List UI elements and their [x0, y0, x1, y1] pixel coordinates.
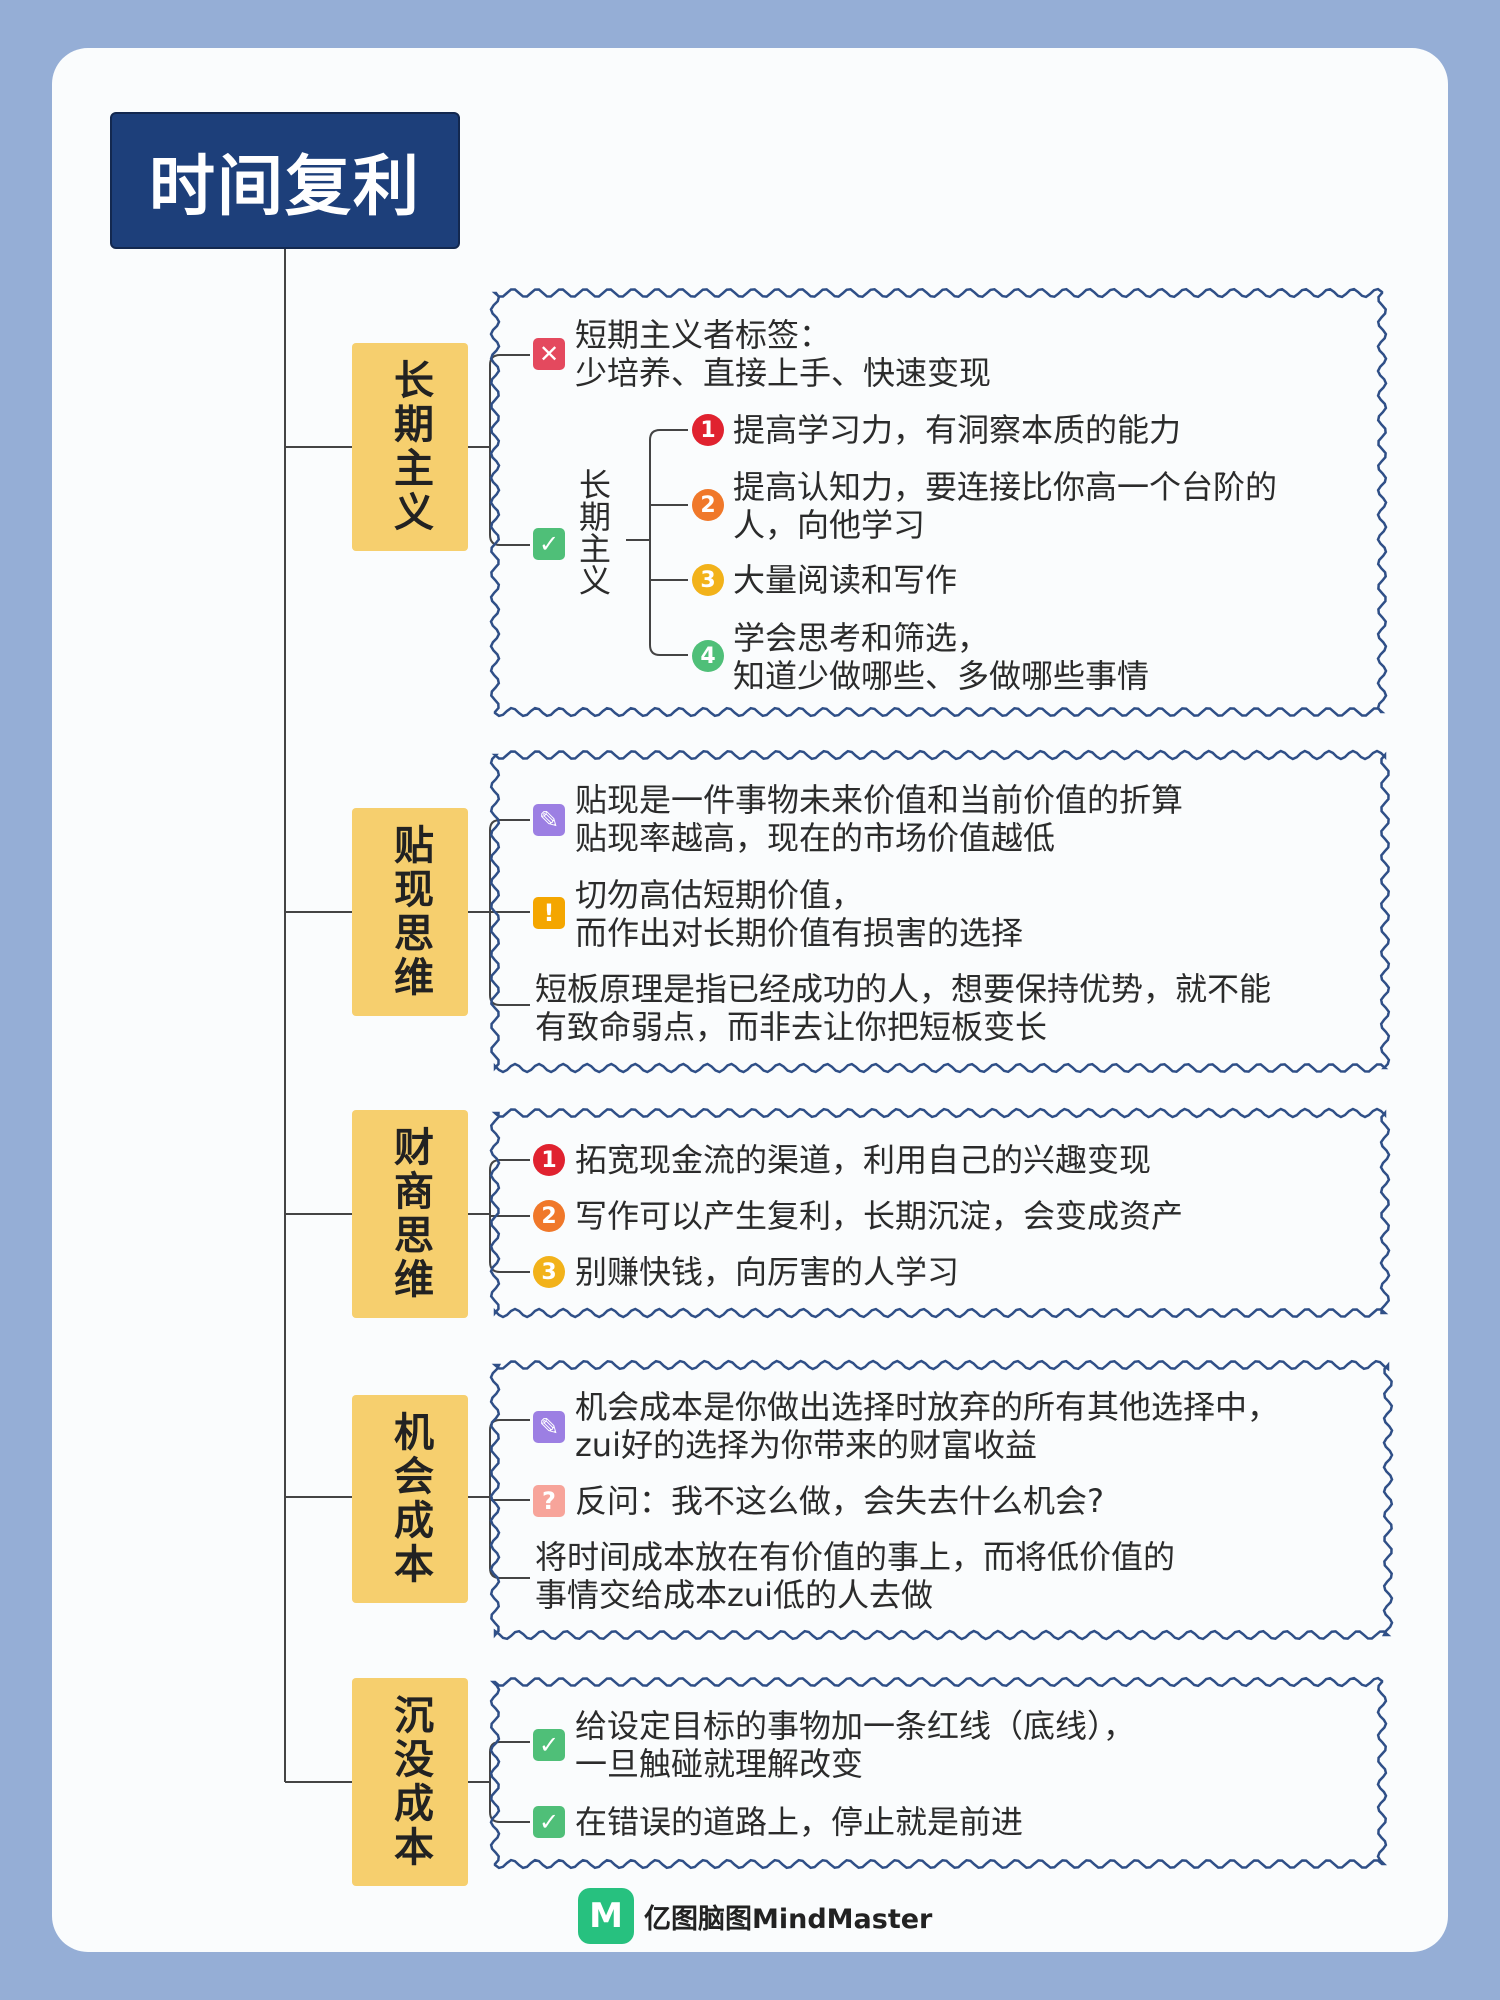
category-discount-thinking: 贴现思维 [352, 808, 468, 1016]
node-text: 在错误的道路上，停止就是前进 [575, 1803, 1024, 1841]
number-2-icon: 2 [533, 1200, 565, 1232]
pencil-icon: ✎ [533, 1411, 565, 1443]
node-text: 写作可以产生复利，长期沉淀，会变成资产 [575, 1197, 1184, 1235]
number-2-icon: 2 [692, 489, 724, 521]
category-sunk-cost: 沉没成本 [352, 1678, 468, 1886]
node-text: 别赚快钱，向厉害的人学习 [575, 1253, 960, 1291]
check-icon: ✓ [533, 528, 565, 560]
group-box-4 [489, 1359, 1394, 1641]
number-3-icon: 3 [533, 1256, 565, 1288]
node-text: 切勿高估短期价值，而作出对长期价值有损害的选择 [575, 876, 1024, 952]
warning-icon: ! [533, 897, 565, 929]
check-icon: ✓ [533, 1729, 565, 1761]
node-text: 短板原理是指已经成功的人，想要保持优势，就不能有致命弱点，而非去让你把短板变长 [535, 970, 1272, 1046]
mindmaster-logo: M 亿图脑图MindMaster [578, 1888, 932, 1944]
node-text: 提高学习力，有洞察本质的能力 [733, 411, 1182, 449]
mindmaster-logo-icon: M [578, 1888, 634, 1944]
number-4-icon: 4 [692, 640, 724, 672]
number-3-icon: 3 [692, 564, 724, 596]
node-text: 拓宽现金流的渠道，利用自己的兴趣变现 [575, 1141, 1152, 1179]
node-text: 机会成本是你做出选择时放弃的所有其他选择中，zui好的选择为你带来的财富收益 [575, 1388, 1280, 1464]
node-text: 提高认知力，要连接比你高一个台阶的人，向他学习 [733, 468, 1278, 544]
node-text: 学会思考和筛选，知道少做哪些、多做哪些事情 [733, 619, 1150, 695]
node-text: 贴现是一件事物未来价值和当前价值的折算贴现率越高，现在的市场价值越低 [575, 781, 1184, 857]
group-box-2 [489, 749, 1391, 1074]
group-box-1 [489, 287, 1388, 718]
group-box-3 [489, 1107, 1391, 1319]
category-opportunity-cost: 机会成本 [352, 1395, 468, 1603]
node-text: 短期主义者标签：少培养、直接上手、快速变现 [575, 316, 992, 392]
number-1-icon: 1 [692, 414, 724, 446]
number-1-icon: 1 [533, 1144, 565, 1176]
node-text: 将时间成本放在有价值的事上，而将低价值的事情交给成本zui低的人去做 [535, 1538, 1176, 1614]
logo-text: 亿图脑图MindMaster [644, 1903, 933, 1935]
sub-label-long-termism: 长期主义 [574, 468, 612, 596]
node-text: 大量阅读和写作 [733, 561, 958, 599]
group-box-5 [489, 1676, 1388, 1870]
pencil-icon: ✎ [533, 804, 565, 836]
category-financial-thinking: 财商思维 [352, 1110, 468, 1318]
node-text: 给设定目标的事物加一条红线（底线），一旦触碰就理解改变 [575, 1707, 1136, 1783]
page-title: 时间复利 [110, 112, 460, 249]
category-long-termism: 长期主义 [352, 343, 468, 551]
cross-icon: ✕ [533, 338, 565, 370]
question-icon: ? [533, 1485, 565, 1517]
check-icon: ✓ [533, 1806, 565, 1838]
node-text: 反问：我不这么做，会失去什么机会? [575, 1482, 1104, 1520]
